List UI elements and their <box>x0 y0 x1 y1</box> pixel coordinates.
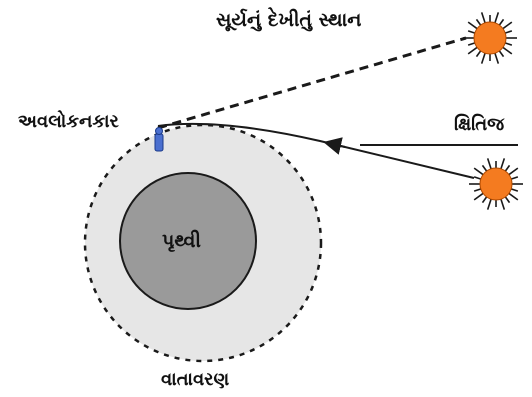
sun-ray <box>508 193 518 200</box>
sun-ray <box>501 158 505 169</box>
sun-ray <box>482 12 486 23</box>
sun-ray <box>502 47 512 54</box>
sun-ray <box>468 22 478 29</box>
sun-ray <box>474 193 484 200</box>
sun-ray <box>495 52 499 63</box>
observer-figure-icon <box>155 128 163 152</box>
sun-ray <box>495 12 499 23</box>
earth-label: પૃથ્વી <box>162 230 202 252</box>
sun-ray <box>488 198 492 209</box>
sun-ray <box>482 52 486 63</box>
apparent-sun-icon <box>463 12 517 63</box>
sun-ray <box>474 168 484 175</box>
apparent-line-of-sight <box>158 38 466 128</box>
actual-sun-icon <box>469 158 523 209</box>
sun-ray <box>502 22 512 29</box>
observer-label: અવલોકનકાર <box>18 110 120 132</box>
sun-ray <box>508 168 518 175</box>
atmosphere-label: વાતાવરણ <box>161 369 229 390</box>
sun-ray <box>488 158 492 169</box>
sun-ray <box>468 47 478 54</box>
apparent-sun-position-label: સૂર્યનું દેખીતું સ્થાન <box>216 7 361 31</box>
horizon-label: ક્ષિતિજ <box>454 113 505 135</box>
sun-ray <box>501 198 505 209</box>
